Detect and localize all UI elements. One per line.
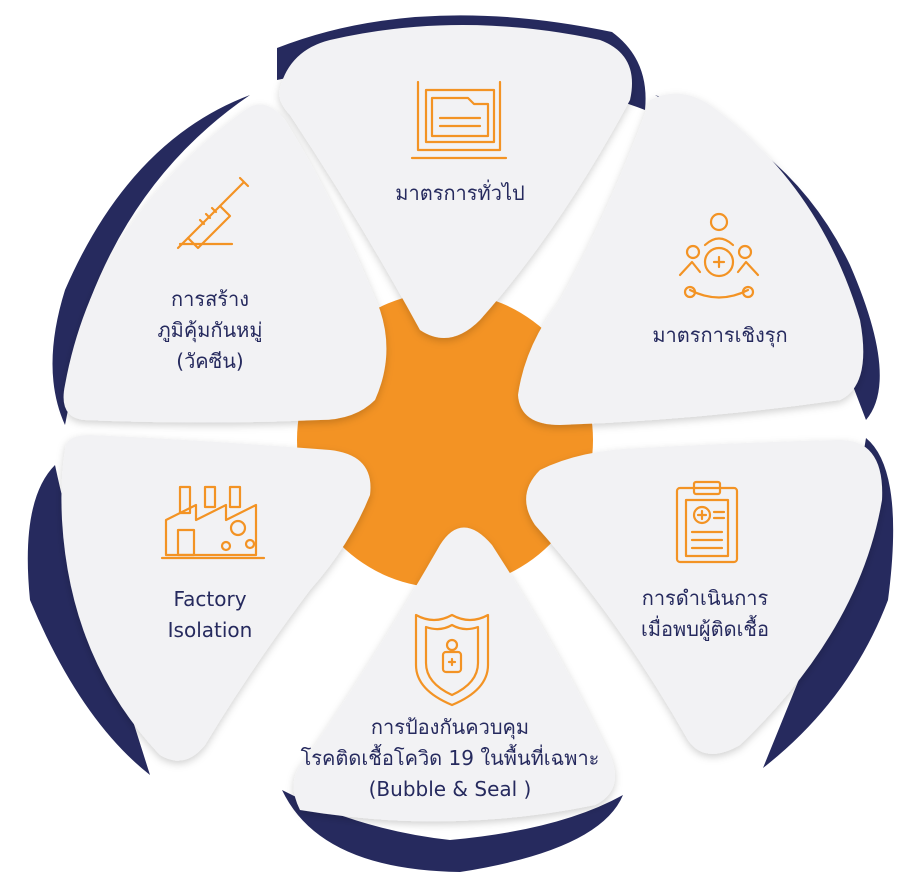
petal-vaccine-immunity[interactable] — [63, 104, 387, 423]
label-line: ภูมิคุ้มกันหมู่ — [157, 318, 263, 342]
label-line: โรคติดเชื้อโควิด 19 ในพื้นที่เฉพาะ — [300, 746, 600, 770]
label-general-measures: มาตรการทั่วไป — [370, 178, 550, 209]
petal-infected-response[interactable] — [526, 440, 883, 754]
label-line: เมื่อพบผู้ติดเชื้อ — [640, 617, 770, 641]
label-line: Factory — [173, 587, 247, 611]
petal-general-measures[interactable] — [279, 25, 632, 338]
label-line: (วัคซีน) — [176, 349, 244, 373]
label-bubble-seal: การป้องกันควบคุม โรคติดเชื้อโควิด 19 ในพ… — [285, 712, 615, 805]
label-proactive-measures: มาตรการเชิงรุก — [625, 320, 815, 351]
label-infected-response: การดำเนินการ เมื่อพบผู้ติดเชื้อ — [605, 583, 805, 645]
label-line: มาตรการทั่วไป — [395, 181, 525, 205]
folder-document-icon — [410, 80, 508, 160]
shield-person-icon — [414, 613, 490, 707]
label-line: มาตรการเชิงรุก — [652, 323, 788, 347]
label-line: Isolation — [167, 618, 253, 642]
syringe-icon — [176, 176, 250, 250]
petal-bubble-seal[interactable] — [293, 527, 615, 822]
label-line: (Bubble & Seal ) — [368, 777, 532, 801]
label-line: การสร้าง — [170, 287, 250, 311]
label-vaccine-immunity: การสร้าง ภูมิคุ้มกันหมู่ (วัคซีน) — [125, 284, 295, 377]
medical-team-icon — [678, 212, 760, 299]
petal-proactive-measures[interactable] — [518, 93, 864, 426]
clipboard-medical-icon — [675, 480, 739, 564]
label-line: การป้องกันควบคุม — [370, 715, 530, 739]
factory-virus-icon — [160, 485, 266, 560]
label-factory-isolation: Factory Isolation — [130, 584, 290, 646]
petal-factory-isolation[interactable] — [61, 435, 371, 761]
label-line: การดำเนินการ — [641, 586, 769, 610]
